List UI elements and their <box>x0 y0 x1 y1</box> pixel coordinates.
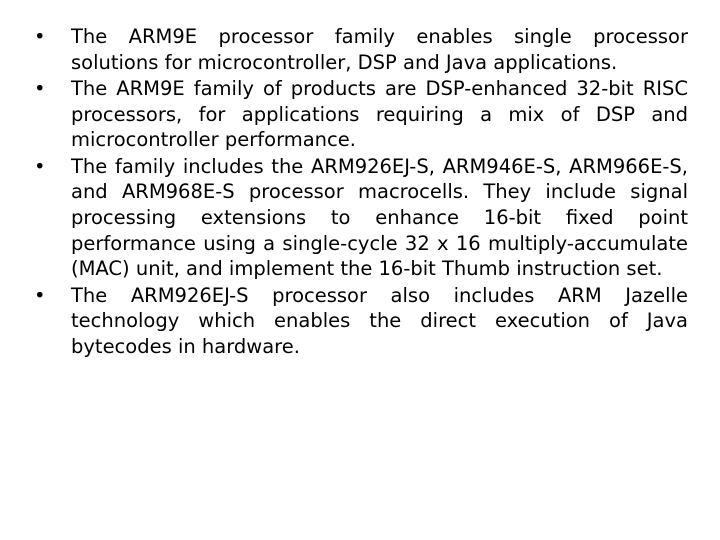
bullet-item: • The ARM9E family of products are DSP-e… <box>34 76 688 153</box>
bullet-dot-icon: • <box>34 25 46 48</box>
bullet-dot-icon: • <box>34 154 46 178</box>
bullet-item: • The family includes the ARM926EJ-S, AR… <box>34 154 688 283</box>
bullet-text: The ARM9E family of products are DSP-enh… <box>71 76 688 152</box>
bullet-dot-icon: • <box>34 76 46 100</box>
bullet-item: • The ARM926EJ-S processor also includes… <box>34 283 688 360</box>
bullet-text: The ARM9E processor family enables singl… <box>71 25 688 74</box>
bullet-text: The ARM926EJ-S processor also includes A… <box>71 283 688 358</box>
bullet-dot-icon: • <box>34 283 46 307</box>
bullet-list: • The ARM9E processor family enables sin… <box>34 24 688 360</box>
bullet-text: The family includes the ARM926EJ-S, ARM9… <box>71 154 688 281</box>
bullet-item: • The ARM9E processor family enables sin… <box>34 24 688 75</box>
